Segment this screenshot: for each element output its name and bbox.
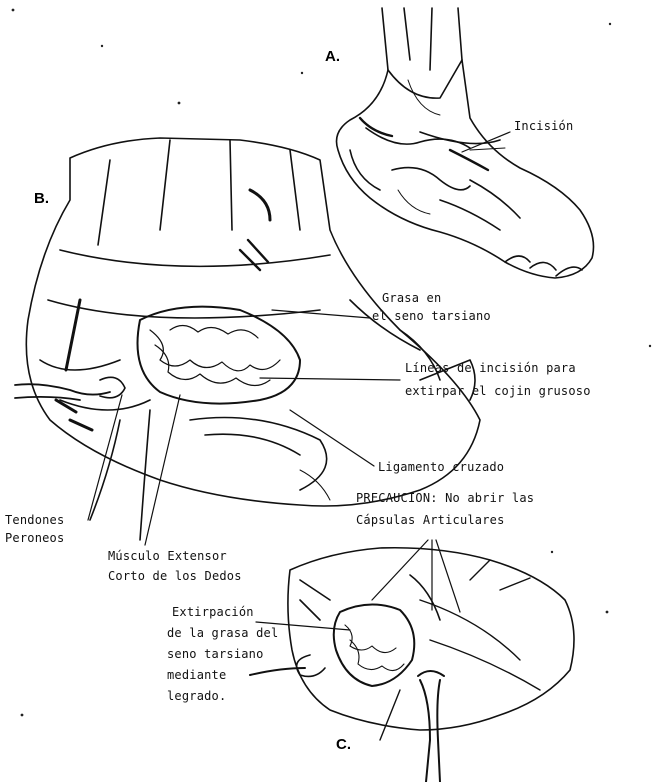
leader-lines-b bbox=[88, 310, 400, 545]
incision-label: Incisión bbox=[514, 118, 573, 135]
lineas-label-line2: extirpar el cojin grusoso bbox=[405, 383, 591, 400]
foot-sketch-a bbox=[337, 8, 594, 278]
grasa-label-line1: Grasa en bbox=[382, 290, 441, 307]
extirpacion-label-line1: Extirpación bbox=[172, 604, 254, 621]
extirpacion-label-line5: legrado. bbox=[167, 688, 226, 705]
precaucion-label-line1: PRECAUCION: No abrir las bbox=[356, 490, 534, 507]
panel-b-letter: B. bbox=[34, 190, 49, 207]
extirpacion-label-line4: mediante bbox=[167, 667, 226, 684]
panel-a-letter: A. bbox=[325, 48, 340, 65]
tendones-label-line2: Peroneos bbox=[5, 530, 64, 547]
extirpacion-label-line2: de la grasa del bbox=[167, 625, 278, 642]
panel-c-letter: C. bbox=[336, 736, 351, 753]
precaucion-label-line2: Cápsulas Articulares bbox=[356, 512, 505, 529]
musculo-label-line2: Corto de los Dedos bbox=[108, 568, 242, 585]
extirpacion-label-line3: seno tarsiano bbox=[167, 646, 264, 663]
grasa-label-line2: el seno tarsiano bbox=[372, 308, 491, 325]
dissection-sketch-c bbox=[250, 548, 574, 782]
dissection-sketch-b bbox=[15, 138, 480, 540]
tendones-label-line1: Tendones bbox=[5, 512, 64, 529]
ligamento-label: Ligamento cruzado bbox=[378, 459, 504, 476]
musculo-label-line1: Músculo Extensor bbox=[108, 548, 227, 565]
lineas-label-line1: Líneas de incisión para bbox=[405, 360, 576, 377]
